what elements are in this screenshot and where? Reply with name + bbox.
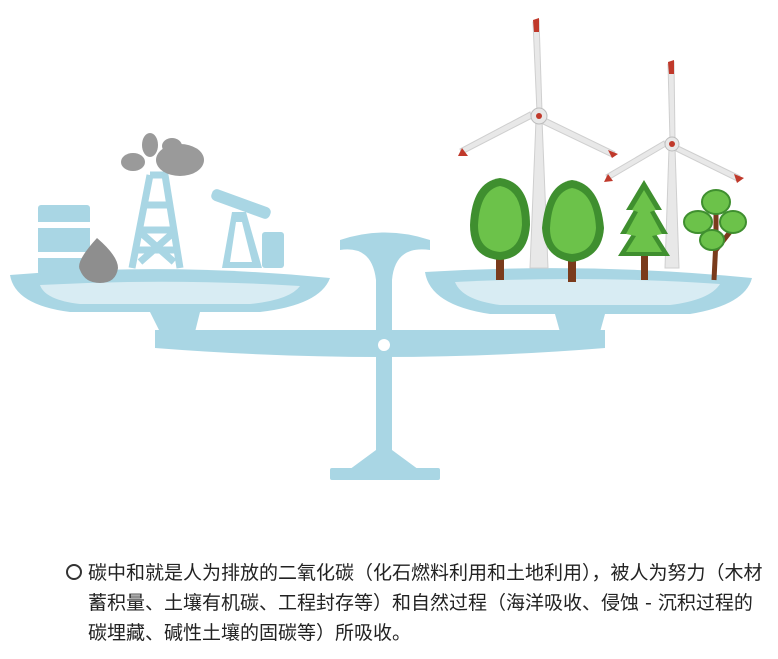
smoke-icon: [121, 133, 204, 176]
oil-barrel-icon: [34, 205, 94, 275]
circle-bullet-icon: [66, 564, 82, 580]
oil-derrick-icon: [128, 171, 184, 269]
tree-icon: [618, 180, 670, 280]
tree-icon: [683, 189, 747, 281]
tree-icon: [470, 178, 530, 280]
caption: 碳中和就是人为排放的二氧化碳（化石燃料利用和土地利用），被人为努力（木材蓄积量、…: [66, 558, 766, 648]
tree-icon: [542, 180, 604, 282]
oil-drop-icon: [79, 238, 118, 283]
caption-text: 碳中和就是人为排放的二氧化碳（化石燃料利用和土地利用），被人为努力（木材蓄积量、…: [88, 562, 763, 644]
pumpjack-icon: [211, 189, 284, 268]
right-pan: [425, 268, 752, 332]
carbon-balance-scale-illustration: [10, 18, 752, 480]
caption-line: 碳中和就是人为排放的二氧化碳（化石燃料利用和土地利用），被人为努力（木材蓄积量、…: [66, 558, 766, 648]
left-pan: [10, 269, 330, 332]
scale-beam: [155, 330, 605, 357]
wind-turbine-icon: [604, 60, 744, 269]
